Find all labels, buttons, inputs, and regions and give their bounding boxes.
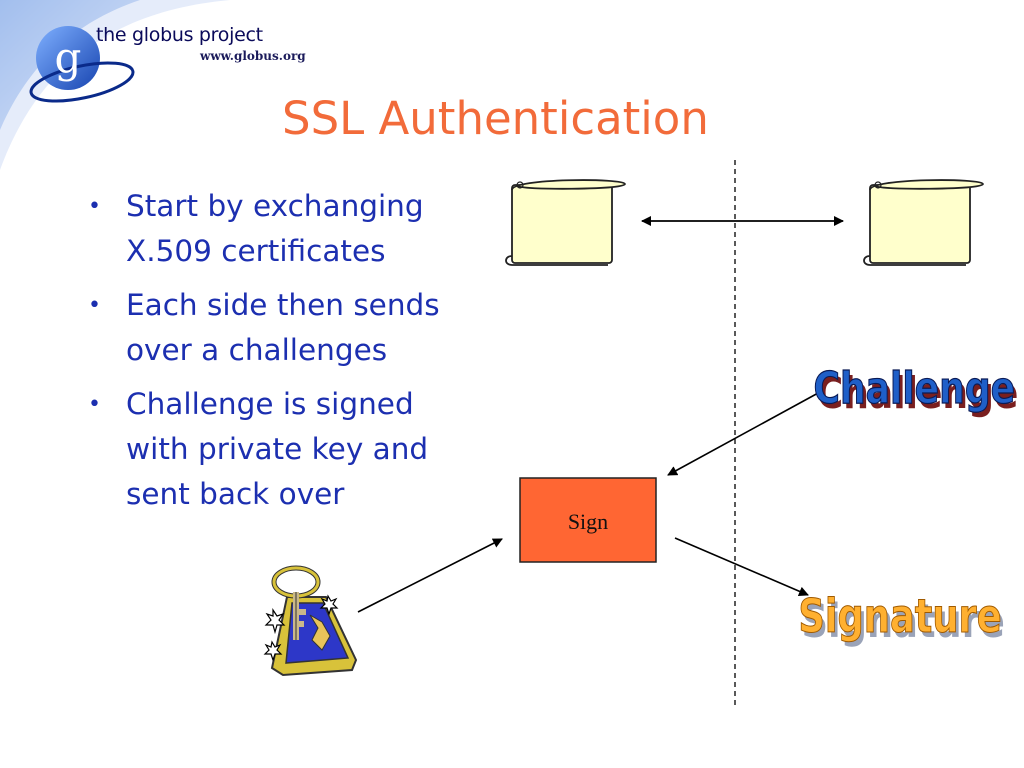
- logo-url: www.globus.org: [200, 49, 306, 63]
- bullet-line: X.509 certificates: [126, 234, 386, 268]
- key-to-sign-arrow: [357, 538, 503, 613]
- sign-box: [519, 477, 657, 563]
- slide-title: SSL Authentication: [282, 92, 709, 145]
- signature-label: Signature: [798, 589, 1001, 643]
- sign-box-label: Sign: [568, 509, 608, 534]
- challenge-shadow: Challenge: [817, 369, 1019, 419]
- bullet-item: Each side then sends over a challenges: [88, 283, 508, 373]
- challenge-wordart: Challenge Challenge: [813, 363, 1019, 419]
- signature-arrow: [674, 537, 809, 597]
- bullet-line: sent back over: [126, 477, 345, 511]
- bullet-line: Each side then sends: [126, 288, 440, 322]
- bullet-list: Start by exchanging X.509 certificates E…: [88, 184, 508, 526]
- certificate-scroll-icon-right: [863, 179, 984, 266]
- bullet-item: Challenge is signed with private key and…: [88, 382, 508, 517]
- logo-letter: g: [55, 33, 82, 82]
- certificate-scroll-icon-left: [505, 179, 626, 266]
- bullet-line: Challenge is signed: [126, 387, 414, 421]
- bullet-line: Start by exchanging: [126, 189, 424, 223]
- challenge-arrow: [667, 391, 821, 476]
- bullet-line: with private key and: [126, 432, 429, 466]
- challenge-label: Challenge: [813, 364, 1015, 414]
- key-tag-icon: [263, 565, 358, 677]
- logo-org-name: the globus project: [96, 24, 263, 46]
- bullet-line: over a challenges: [126, 333, 388, 367]
- globus-logo-icon: [29, 26, 135, 103]
- signature-wordart: Signature Signature: [798, 588, 1005, 648]
- signature-shadow: Signature: [802, 594, 1005, 648]
- bullet-item: Start by exchanging X.509 certificates: [88, 184, 508, 274]
